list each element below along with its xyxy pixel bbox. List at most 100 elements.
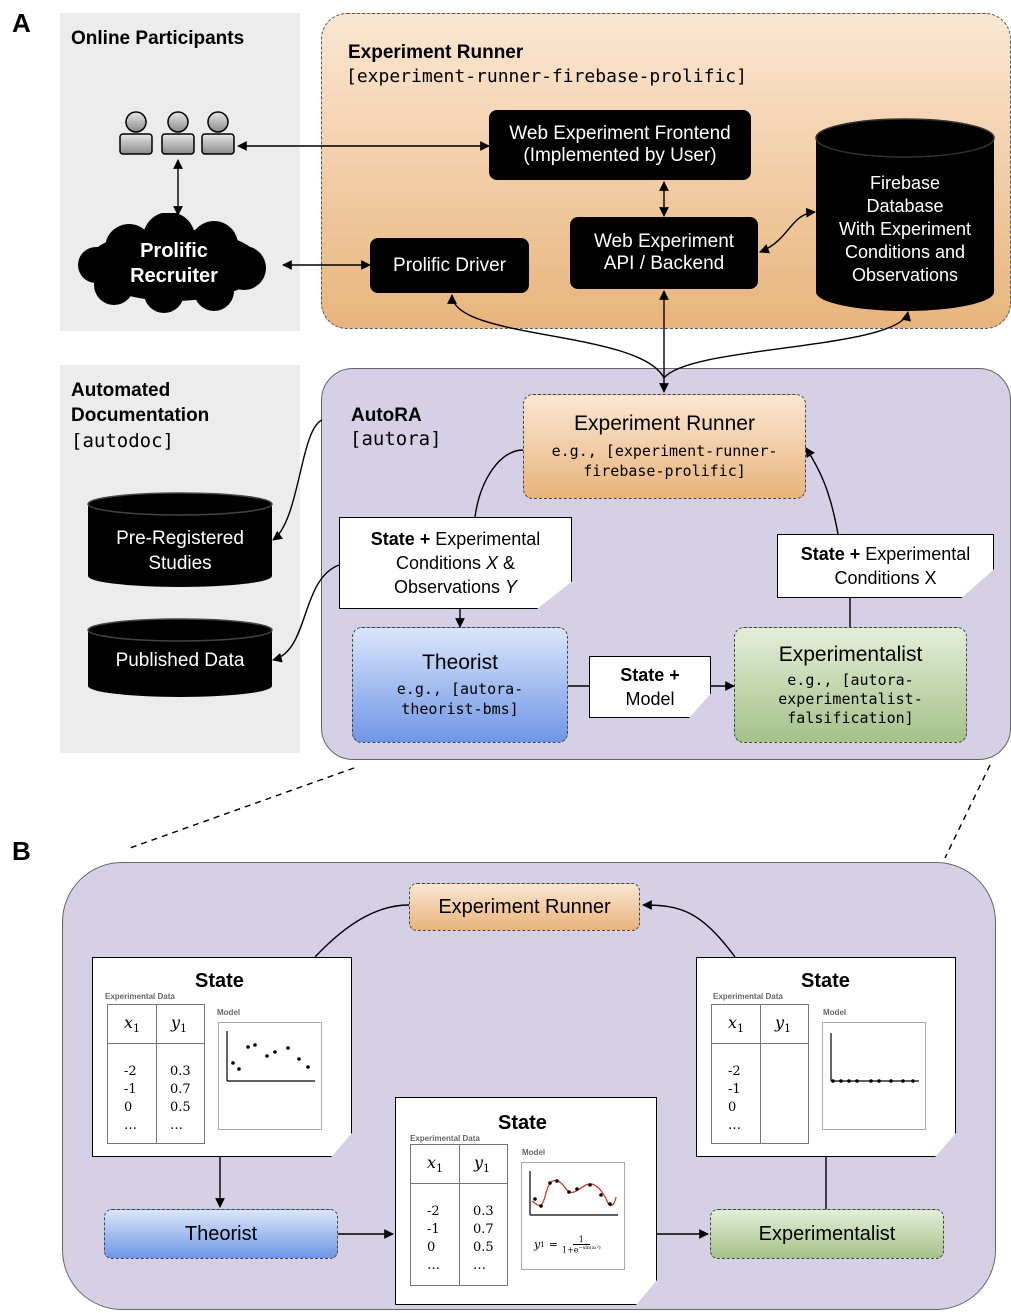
state-right-table: x1 y1 -2 -1 0 …: [711, 1004, 809, 1144]
x-value: -2: [728, 1064, 741, 1079]
theorist-node-title: Theorist: [422, 651, 498, 674]
note-conditions: State + Experimental Conditions X: [777, 534, 994, 598]
state-card-right: State Experimental Data x1 y1 -2 -1 0 … …: [696, 957, 956, 1157]
table-header-divider: [108, 1043, 204, 1044]
scatter-plot-icon: [226, 1031, 315, 1082]
autodoc-title: Automated Documentation: [71, 378, 209, 428]
web-api-line2: API / Backend: [603, 253, 725, 274]
equation-numerator: 1: [572, 1235, 590, 1245]
note-cond-bold: State +: [800, 544, 861, 564]
note-conditions-observations: State + Experimental Conditions X & Obse…: [339, 517, 572, 609]
state-right-title: State: [801, 970, 850, 992]
note-obs-line2c: &: [498, 553, 516, 573]
note-obs-line2b: X: [486, 553, 499, 573]
equation-exponent: −sin(x₁²): [578, 1245, 601, 1251]
table-col-divider: [156, 1005, 157, 1143]
state-right-x-values: -2 -1 0 …: [728, 1063, 741, 1135]
equation-equals: =: [548, 1238, 558, 1252]
firebase-line4: Conditions and: [844, 242, 966, 262]
table-header-divider: [411, 1183, 507, 1184]
col2-label: y: [171, 1013, 181, 1032]
x-value: -2: [427, 1204, 440, 1219]
runner-node-title: Experiment Runner: [574, 412, 755, 435]
autodoc-line2: Documentation: [71, 405, 210, 426]
equation-lhs-sub: 1: [540, 1240, 545, 1249]
autodoc-line1: Automated: [71, 380, 171, 401]
note-model-bold: State +: [620, 665, 680, 685]
experimentalist-node-line2: experimentalist-: [778, 689, 923, 708]
state-left-model-plot: [218, 1022, 322, 1130]
theorist-node: Theorist e.g., [autora- theorist-bms]: [352, 627, 568, 743]
state-right-model-caption: Model: [823, 1008, 847, 1017]
theorist-node-line2: theorist-bms]: [401, 700, 519, 718]
autora-package: [autora]: [350, 428, 442, 450]
state-left-col1: x1: [124, 1013, 140, 1035]
published-data-label: Published Data: [115, 650, 245, 671]
experimentalist-node-title: Experimentalist: [778, 642, 923, 666]
col2-sub: 1: [180, 1022, 188, 1035]
note-model-line2: Model: [625, 689, 675, 709]
state-card-left: State Experimental Data x1 y1 -2 -1 0 … …: [92, 957, 352, 1157]
x-value: -1: [124, 1082, 137, 1097]
y-value: …: [170, 1118, 183, 1133]
state-mid-model-caption: Model: [522, 1148, 546, 1157]
theorist-node-b-label: Theorist: [184, 1222, 258, 1245]
runner-node-b-label: Experiment Runner: [438, 895, 611, 918]
y-value: 0.5: [170, 1100, 191, 1115]
experiment-runner-panel-package: [experiment-runner-firebase-prolific]: [346, 66, 747, 87]
state-left-table: x1 y1 -2 -1 0 … 0.3 0.7 0.5 …: [107, 1004, 205, 1144]
state-mid-table-caption: Experimental Data: [410, 1134, 480, 1143]
pre-registered-cylinder: [87, 492, 273, 588]
col1-label: x: [124, 1013, 134, 1032]
equation-den-base: 1+e: [561, 1245, 579, 1255]
web-frontend-line2: (Implemented by User): [523, 145, 717, 166]
equation-denominator: 1+e−sin(x₁²): [562, 1245, 601, 1255]
y-value: 0.7: [170, 1082, 191, 1097]
col2-label: y: [775, 1013, 785, 1032]
state-right-model-plot: [822, 1022, 926, 1130]
zoom-line-left: [129, 767, 355, 849]
y-value: …: [473, 1258, 486, 1273]
x-value: 0: [124, 1100, 133, 1115]
x-value: 0: [427, 1240, 436, 1255]
col2-sub: 1: [483, 1162, 491, 1175]
web-frontend-box: Web Experiment Frontend (Implemented by …: [489, 110, 751, 180]
state-mid-x-values: -2 -1 0 …: [427, 1203, 440, 1275]
experimentalist-node-b-label: Experimentalist: [758, 1222, 896, 1245]
firebase-database-label: Firebase Database With Experiment Condit…: [815, 172, 995, 287]
online-participants-title: Online Participants: [71, 28, 245, 49]
x-value: …: [124, 1118, 137, 1133]
database-icon: [87, 618, 273, 697]
state-left-y-values: 0.3 0.7 0.5 …: [170, 1063, 191, 1135]
theorist-node-b: Theorist: [104, 1209, 338, 1259]
experimentalist-node-line1: e.g., [autora-: [787, 670, 914, 689]
firebase-line3: With Experiment: [838, 219, 972, 239]
state-right-table-caption: Experimental Data: [713, 992, 783, 1001]
firebase-line1: Firebase: [869, 173, 941, 193]
state-mid-col2: y1: [474, 1153, 490, 1175]
zoom-line-right: [944, 764, 991, 859]
equation-fraction: 1 1+e−sin(x₁²): [562, 1235, 601, 1255]
table-col-divider: [459, 1145, 460, 1285]
state-right-col1: x1: [728, 1013, 744, 1035]
state-left-x-values: -2 -1 0 …: [124, 1063, 137, 1135]
table-col-divider: [760, 1005, 761, 1143]
y-value: 0.7: [473, 1222, 494, 1237]
panel-a-letter: A: [12, 8, 31, 38]
published-data-cylinder: [87, 618, 273, 698]
x-value: -2: [124, 1064, 137, 1079]
pre-registered-line1: Pre-Registered: [116, 528, 244, 549]
state-right-col2: y1: [775, 1013, 791, 1035]
note-obs-line1: Experimental: [430, 529, 541, 549]
database-icon: [87, 492, 273, 587]
panel-b-letter: B: [12, 836, 31, 866]
firebase-database-cylinder: [815, 118, 995, 312]
experimentalist-node-line3: falsification]: [787, 708, 914, 727]
state-mid-table: x1 y1 -2 -1 0 … 0.3 0.7 0.5 …: [410, 1144, 508, 1286]
runner-node-b: Experiment Runner: [409, 883, 640, 931]
x-value: -1: [728, 1082, 741, 1097]
note-obs-line2a: Conditions: [395, 553, 487, 573]
state-left-table-caption: Experimental Data: [105, 992, 175, 1001]
web-api-box: Web Experiment API / Backend: [570, 217, 758, 289]
runner-node-line1: e.g., [experiment-runner-: [551, 442, 778, 460]
